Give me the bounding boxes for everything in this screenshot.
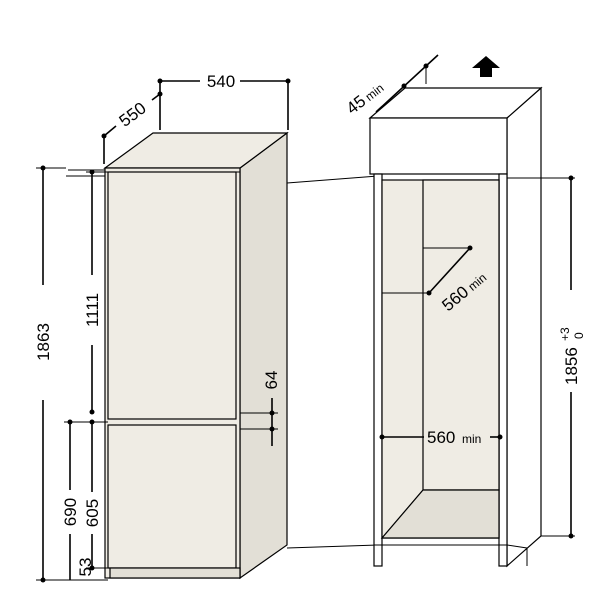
fridge-upper-door [107,171,237,420]
dim-niche-width-label: 560 [427,428,455,447]
niche-left-wall [373,173,383,567]
dim-niche-height-label: 1856 [562,347,581,385]
dim-lower-690-label: 690 [61,498,80,526]
fridge-lower-door [107,424,237,569]
dim-niche-height-tol-plus: +3 [558,327,572,341]
dim-niche-height-tol-minus: 0 [572,332,586,339]
dim-plinth: 53 [76,558,110,577]
fridge-unit [66,131,289,580]
dim-plinth-label: 53 [76,558,95,577]
dim-width: 540 [157,72,291,130]
dim-lower-690: 690 [61,419,108,580]
niche-right-wall [498,173,508,567]
dim-niche-width-unit: min [462,432,481,446]
fridge-side-panel [239,131,288,580]
dim-depth-label: 550 [116,98,150,130]
fridge-plinth [109,567,241,579]
niche-side-wall [506,86,542,568]
niche-cabinet [368,86,543,568]
dim-door-gap-label: 64 [262,371,281,390]
dim-width-label: 540 [207,72,235,91]
dim-top-gap-unit: min [363,81,387,104]
dim-upper-door: 1111 [83,169,108,415]
dim-total-height-label: 1863 [34,323,53,361]
dim-door-gap: 64 [240,371,281,446]
dim-niche-height: 1856 +3 0 [507,175,586,539]
niche-inner-back [422,179,500,491]
dim-lower-605: 605 [83,419,102,571]
dim-total-height: 1863 [34,165,108,583]
up-arrow-icon [472,56,500,77]
dim-niche-width: 560 min [379,428,503,447]
dim-lower-605-label: 605 [83,499,102,527]
dim-upper-door-label: 1111 [83,293,102,327]
niche-floor [380,489,500,539]
niche-upper-cabinet [369,117,508,175]
